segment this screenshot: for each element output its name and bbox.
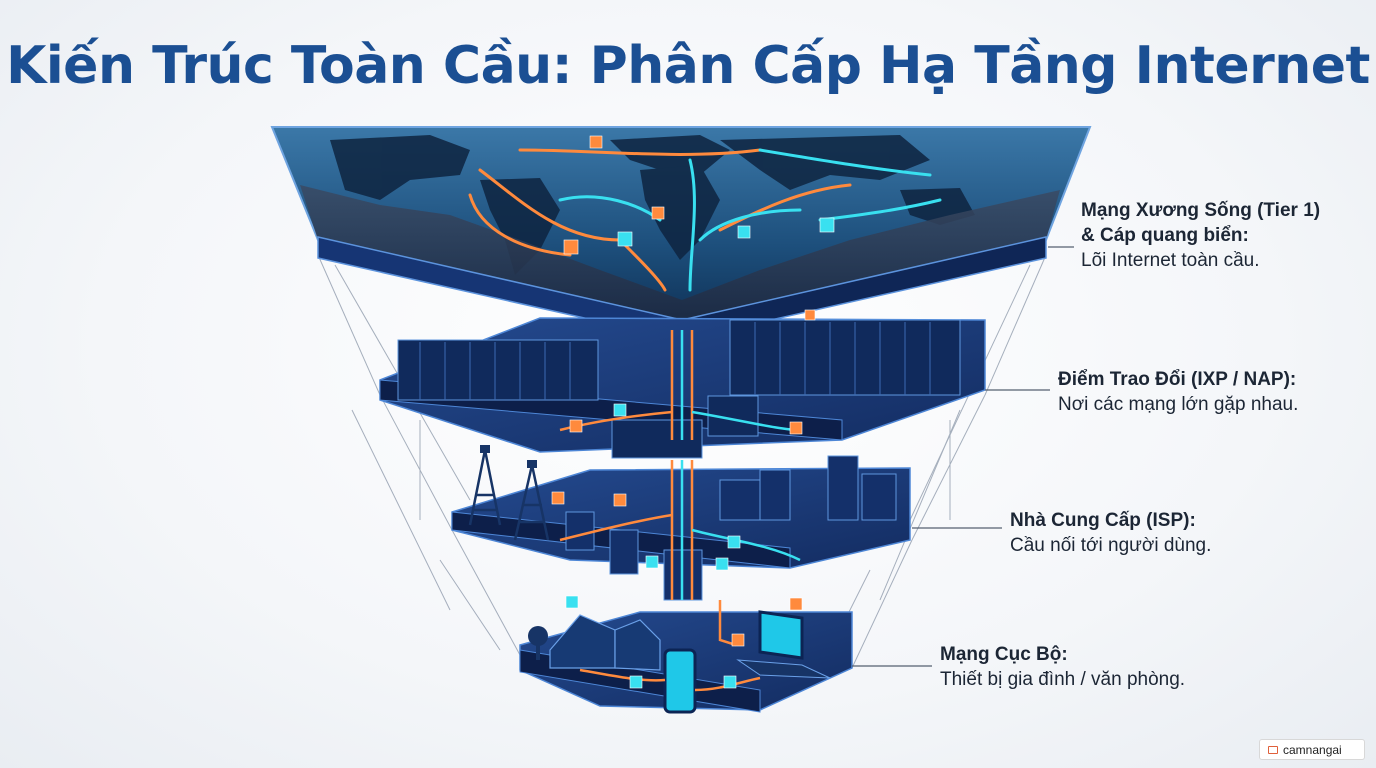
label-backbone: Mạng Xương Sống (Tier 1) & Cáp quang biể… [1081, 198, 1320, 273]
watermark-text: camnangai [1283, 742, 1342, 757]
label-isp: Nhà Cung Cấp (ISP): Cầu nối tới người dù… [1010, 508, 1211, 558]
label-isp-heading: Nhà Cung Cấp (ISP): [1010, 510, 1196, 531]
layer-local [519, 600, 853, 714]
label-backbone-heading-1: Mạng Xương Sống (Tier 1) [1081, 200, 1321, 221]
label-local-description: Thiết bị gia đình / văn phòng. [940, 669, 1186, 690]
label-backbone-description: Lõi Internet toàn cầu. [1081, 250, 1260, 271]
watermark-badge: camnangai [1259, 739, 1365, 760]
label-ixp: Điểm Trao Đổi (IXP / NAP): Nơi các mạng … [1058, 367, 1298, 417]
layer-ixp [379, 309, 986, 459]
label-ixp-description: Nơi các mạng lớn gặp nhau. [1058, 394, 1299, 415]
label-isp-description: Cầu nối tới người dùng. [1010, 535, 1212, 556]
label-backbone-heading-2: & Cáp quang biển: [1081, 225, 1249, 246]
label-ixp-heading: Điểm Trao Đổi (IXP / NAP): [1058, 369, 1297, 390]
page-title: Kiến Trúc Toàn Cầu: Phân Cấp Hạ Tầng Int… [6, 36, 1370, 96]
watermark-icon [1268, 745, 1278, 754]
leader-lines [852, 246, 1074, 667]
layer-backbone [270, 126, 1092, 341]
label-local: Mạng Cục Bộ: Thiết bị gia đình / văn phò… [940, 642, 1185, 692]
layer-isp [451, 445, 911, 611]
label-local-heading: Mạng Cục Bộ: [940, 644, 1068, 665]
